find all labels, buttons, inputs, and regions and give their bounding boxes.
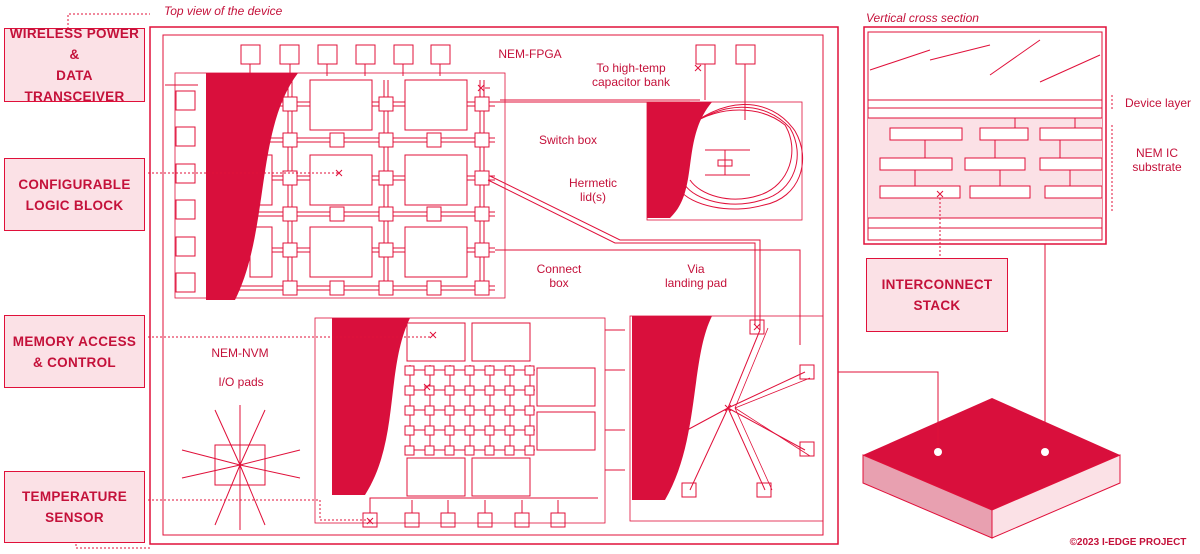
die-outline	[149, 26, 839, 545]
nem-fpga-block	[174, 44, 506, 300]
nvm-lid	[332, 318, 410, 495]
via-block	[605, 315, 824, 522]
bottom-leader	[75, 540, 150, 549]
via-landing-pad-label: Via landing pad	[664, 262, 728, 290]
via-lid	[632, 316, 712, 500]
io-pads-bottom	[362, 512, 566, 528]
hermetic-lid	[647, 102, 712, 218]
hermetic-lid-label: Hermetic lid(s)	[568, 176, 617, 204]
nem-ic-substrate-label: NEM IC substrate	[1132, 146, 1182, 174]
configurable-logic-block-box: CONFIGURABLE LOGIC BLOCK	[4, 158, 145, 231]
interconnect-stack-box: INTERCONNECT STACK	[866, 258, 1008, 332]
cross-section-caption: Vertical cross section	[866, 11, 979, 25]
temperature-sensor-box: TEMPERATURE SENSOR	[4, 471, 145, 543]
top-view-caption: Top view of the device	[164, 4, 283, 18]
connect-box-label: Connect box	[536, 262, 582, 290]
nvm-cells	[404, 365, 535, 456]
fpga-left-pads	[175, 90, 196, 293]
chip-3d	[838, 371, 1121, 539]
temperature-sensor-graphic	[181, 405, 301, 530]
cross-section	[863, 26, 1113, 450]
nem-nvm-block	[314, 317, 606, 528]
switch-boxes	[282, 96, 490, 296]
device-layer-label: Device layer	[1124, 96, 1192, 110]
hermetic-lid-block	[646, 44, 804, 221]
top-view-leader	[67, 13, 150, 29]
switch-box-label: Switch box	[538, 133, 598, 147]
io-pads-label: I/O pads	[218, 375, 264, 389]
nem-fpga-label: NEM-FPGA	[498, 47, 562, 61]
capacitor-label: To high-temp capacitor bank	[591, 61, 671, 89]
nem-nvm-label: NEM-NVM	[211, 346, 269, 360]
wireless-transceiver-box: WIRELESS POWER & DATA TRANSCEIVER	[4, 26, 145, 104]
memory-access-box: MEMORY ACCESS & CONTROL	[4, 315, 145, 388]
fpga-lid	[206, 73, 298, 300]
fpga-top-pads	[240, 44, 451, 65]
copyright: ©2023 I-EDGE PROJECT	[1069, 537, 1187, 548]
die-inner-outline	[162, 34, 824, 536]
